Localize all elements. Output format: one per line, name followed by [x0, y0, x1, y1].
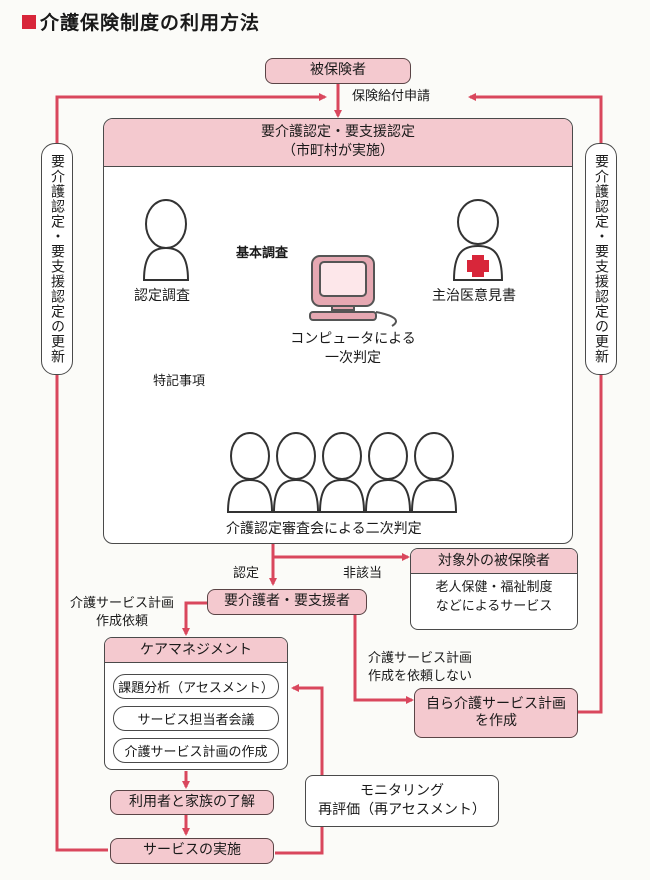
application-label: 保険給付申請 [352, 89, 431, 104]
service-implementation-box: サービスの実施 [110, 838, 274, 864]
plan-request-label: 介護サービス計画 作成依頼 [70, 596, 175, 629]
non-target-desc: 老人保健・福祉制度 などによるサービス [435, 580, 553, 614]
care-needed-box: 要介護者・要支援者 [207, 589, 367, 615]
renewal-label-right: 要介護認定・要支援認定の更新 [585, 143, 617, 375]
non-target-box: 対象外の被保険者 老人保健・福祉制度 などによるサービス [410, 548, 578, 630]
care-management-title: ケアマネジメント [105, 638, 287, 663]
not-applicable-label: 非該当 [343, 566, 383, 581]
basic-survey-label: 基本調査 [236, 246, 289, 261]
plan-creation-item: 介護サービス計画の作成 [113, 738, 279, 763]
doctor-opinion-label: 主治医意見書 [432, 288, 516, 304]
special-notes-label: 特記事項 [153, 374, 206, 389]
non-target-title: 対象外の被保険者 [411, 549, 577, 574]
user-consent-box: 利用者と家族の了解 [110, 790, 274, 815]
page-title: 介護保険制度の利用方法 [22, 8, 260, 35]
insured-box: 被保険者 [265, 58, 411, 84]
renewal-label-left: 要介護認定・要支援認定の更新 [41, 143, 73, 375]
certified-label: 認定 [233, 566, 260, 581]
self-plan-box: 自ら介護サービス計画 を作成 [414, 688, 578, 738]
no-plan-request-label: 介護サービス計画 作成を依頼しない [368, 651, 473, 684]
certification-header: 要介護認定・要支援認定 （市町村が実施） [104, 119, 572, 167]
computer-label: コンピュータによる 一次判定 [290, 331, 416, 366]
title-marker-icon [22, 14, 36, 29]
survey-label: 認定調査 [134, 288, 190, 304]
monitoring-box: モニタリング 再評価（再アセスメント） [305, 775, 499, 827]
committee-label: 介護認定審査会による二次判定 [226, 521, 422, 537]
assessment-item: 課題分析（アセスメント） [113, 674, 279, 699]
care-management-panel: ケアマネジメント 課題分析（アセスメント） サービス担当者会議 介護サービス計画… [104, 637, 288, 770]
service-meeting-item: サービス担当者会議 [113, 706, 279, 731]
